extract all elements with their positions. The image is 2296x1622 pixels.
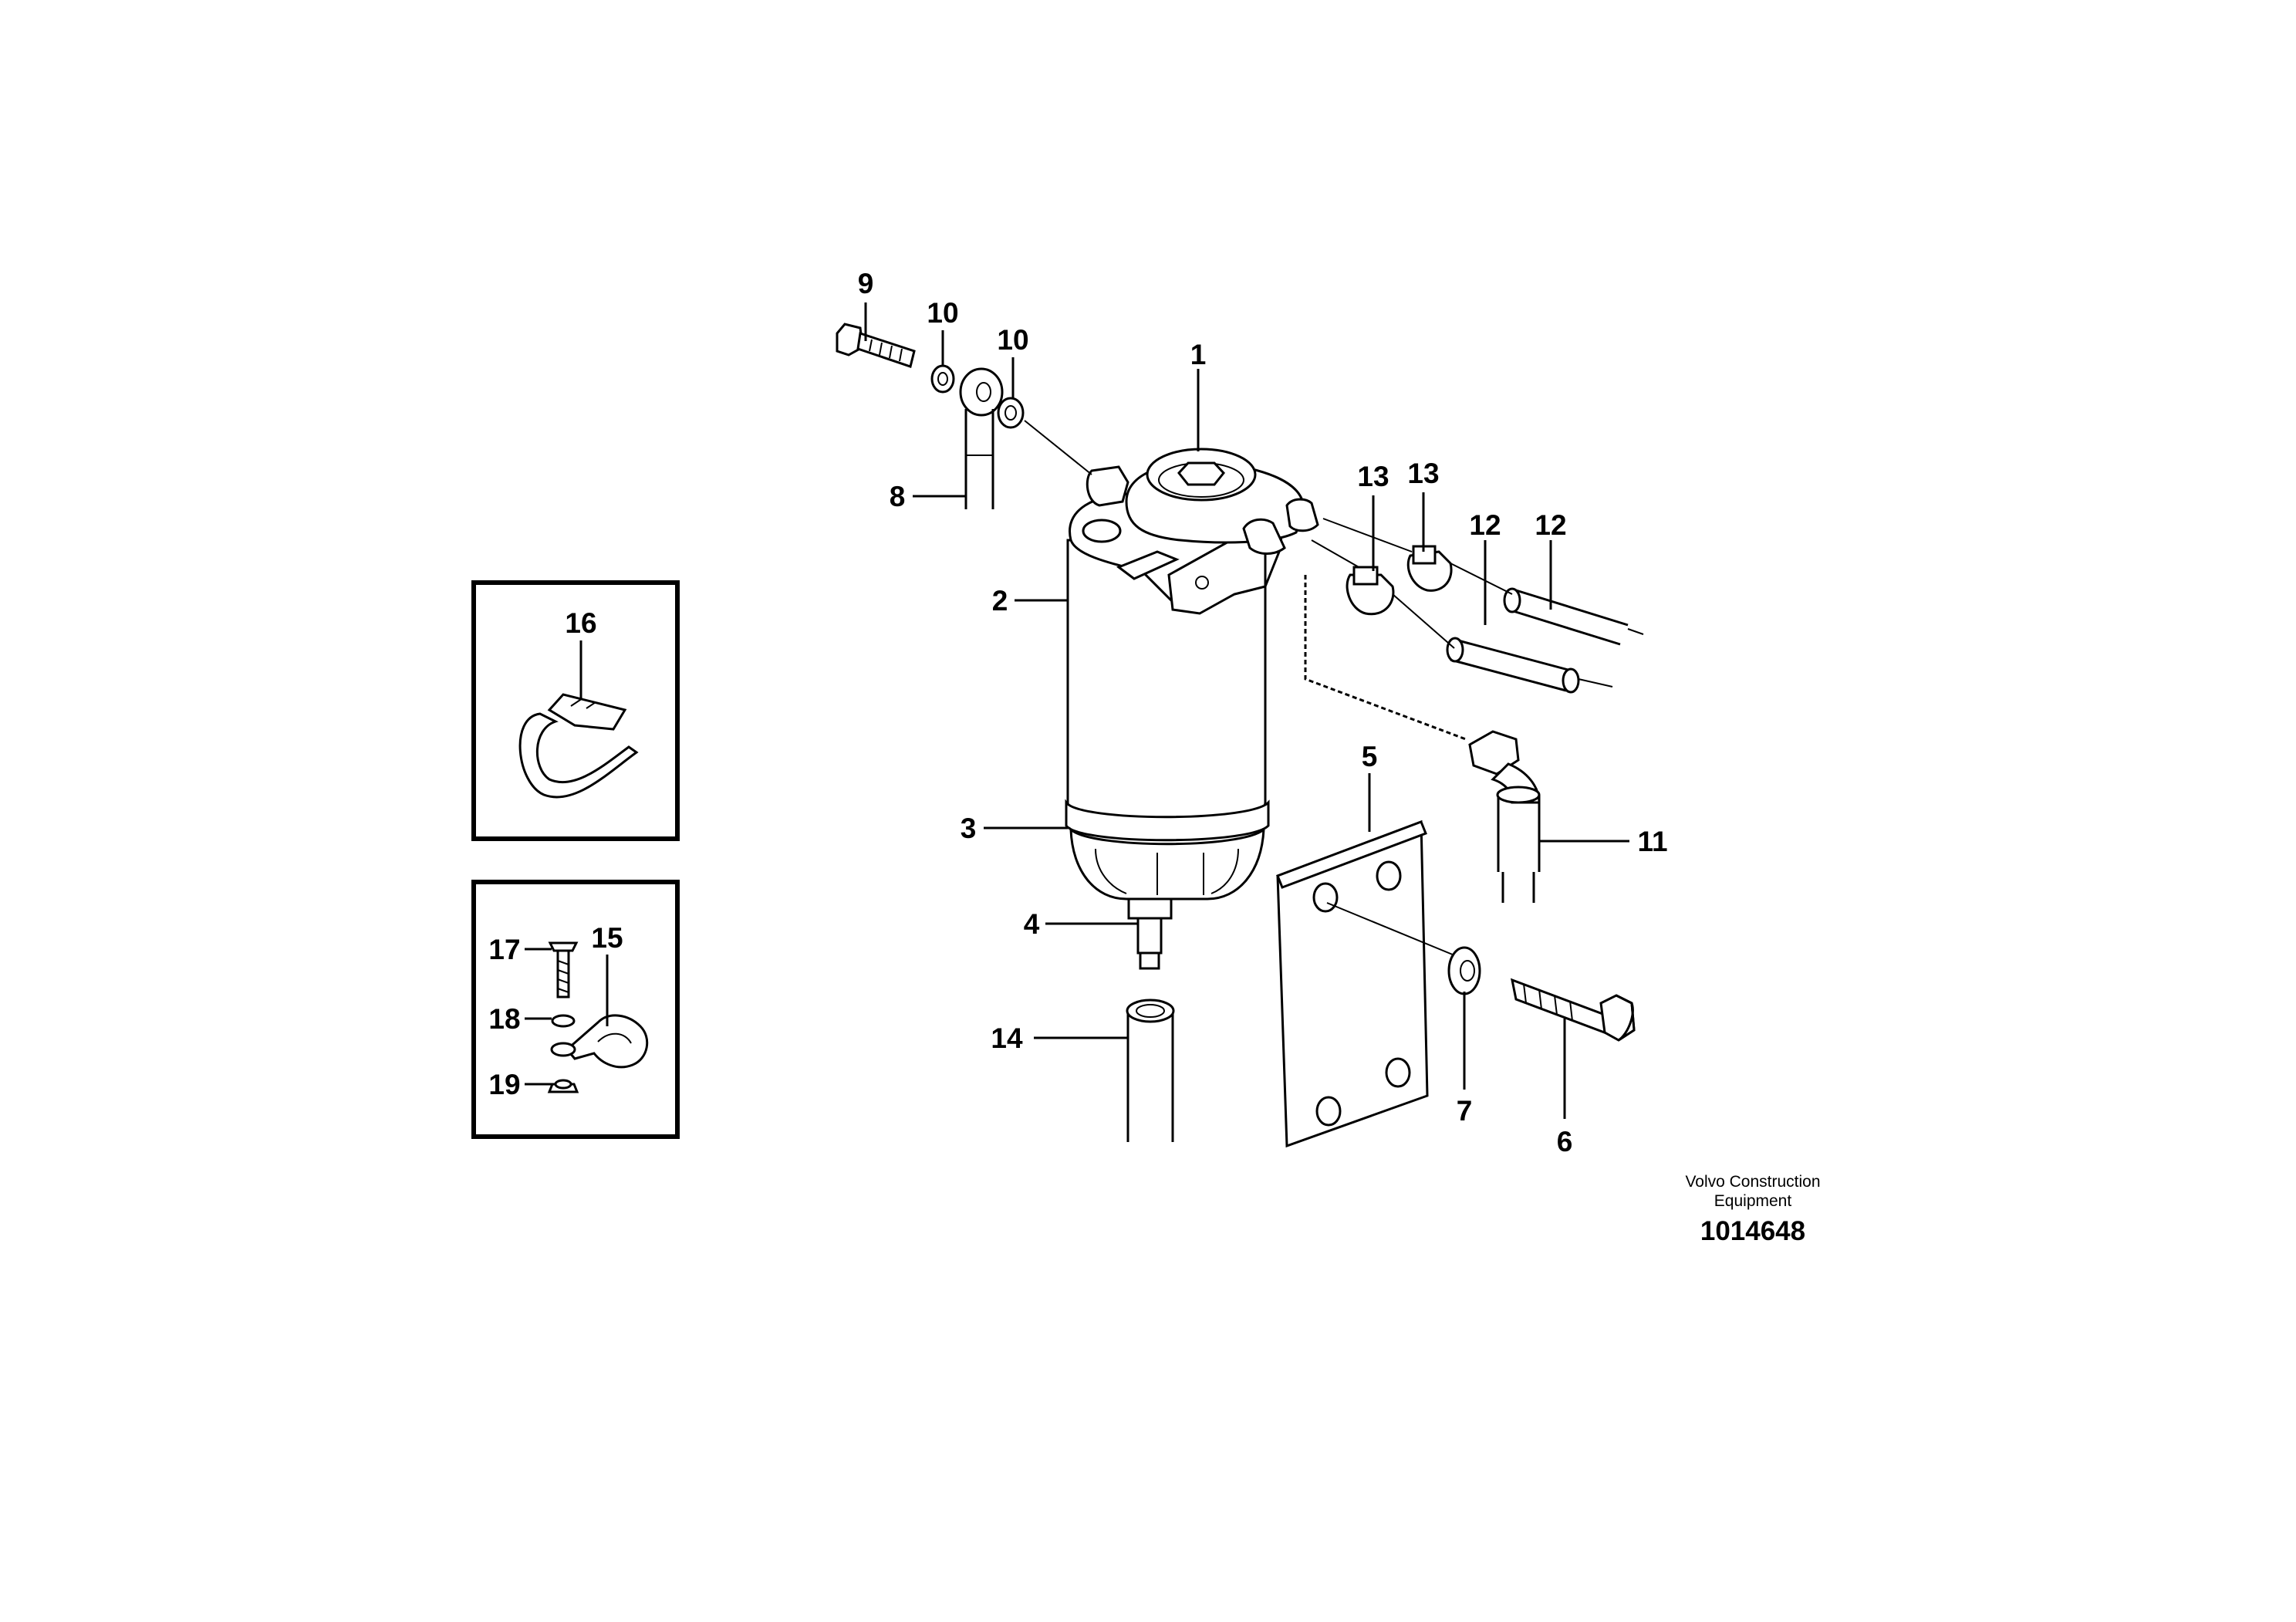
callout-labels: 9 10 10 8 1 2 3 4 14 5 7 6 11 13 13 12 1… (858, 268, 1668, 1157)
footer-company-line2: Equipment (1714, 1192, 1792, 1210)
footer: Volvo Construction Equipment 1014648 (1685, 1173, 1820, 1246)
callout-19: 16 (565, 607, 596, 639)
strap-clamp-drawing (518, 693, 639, 799)
inset-box-19: 16 (471, 580, 680, 841)
callout-2: 2 (992, 585, 1008, 617)
callout-8: 8 (890, 481, 906, 512)
drawing-number: 1014648 (1700, 1216, 1805, 1246)
callout-14: 14 (991, 1022, 1023, 1054)
bracket-group (1276, 819, 1636, 1148)
leader-lines (864, 302, 1629, 1119)
callout-13: 13 (1407, 458, 1439, 489)
callout-12: 12 (1535, 509, 1566, 541)
banjo-fitting-group (836, 323, 1092, 509)
fuel-filter-assembly (1065, 448, 1319, 1142)
inset-box-15-18: 17 15 18 19 (471, 880, 680, 1139)
callout-10: 10 (927, 297, 958, 329)
callout-4: 4 (1024, 908, 1040, 940)
fitting-11-group (1304, 575, 1541, 903)
callout-12: 12 (1469, 509, 1501, 541)
callout-18: 19 (488, 1069, 520, 1100)
filter-bowl (1069, 826, 1265, 901)
callout-5: 5 (1362, 741, 1378, 772)
callout-6: 6 (1557, 1126, 1573, 1157)
footer-company: Volvo Construction (1685, 1173, 1820, 1191)
callout-17: 18 (488, 1003, 520, 1035)
p-clamp-drawing (547, 941, 649, 1093)
callout-3: 3 (961, 813, 977, 844)
callout-9: 9 (858, 268, 874, 299)
hose-clamp-group (1311, 518, 1644, 694)
callout-7: 7 (1457, 1095, 1473, 1127)
callout-13: 13 (1357, 461, 1389, 492)
callout-1: 1 (1190, 339, 1207, 370)
callout-11: 11 (1637, 826, 1667, 857)
callout-10: 10 (997, 324, 1028, 356)
callout-15: 15 (591, 922, 623, 954)
callout-16: 17 (488, 934, 520, 965)
